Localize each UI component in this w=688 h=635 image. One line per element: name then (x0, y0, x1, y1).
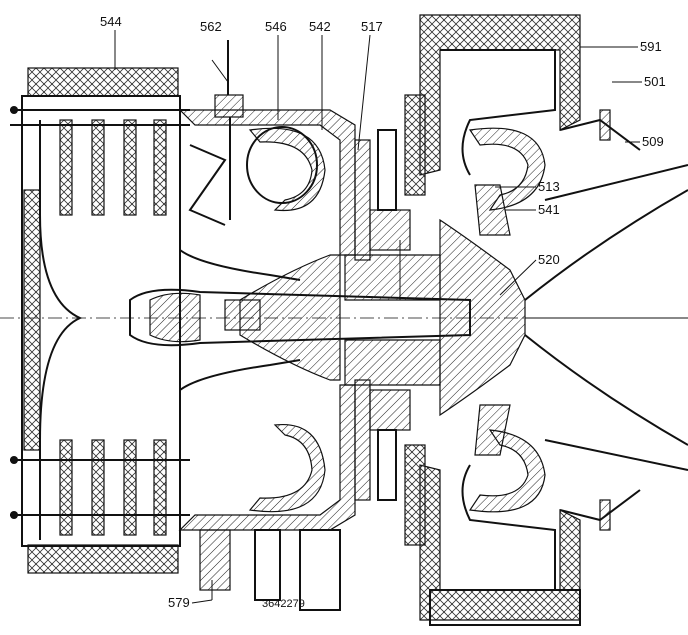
air-filter-silencer (10, 67, 190, 574)
exhaust-outlet (524, 164, 688, 471)
turbine-housing (404, 14, 641, 621)
callout-509: 509 (642, 134, 664, 149)
callout-labels: 544 562 546 542 517 591 501 509 513 541 … (100, 14, 666, 610)
callout-562: 562 (200, 19, 222, 34)
callout-546: 546 (265, 19, 287, 34)
callout-517: 517 (361, 19, 383, 34)
callout-513: 513 (538, 179, 560, 194)
callout-579: 579 (168, 595, 190, 610)
callout-542: 542 (309, 19, 331, 34)
turbine-wheel (439, 218, 526, 417)
callout-520: 520 (538, 252, 560, 267)
compressor-housing (178, 109, 356, 531)
bearing-housing (344, 129, 441, 501)
drawing-number: 3642279 (262, 598, 305, 610)
callout-591: 591 (640, 39, 662, 54)
callout-544: 544 (100, 14, 122, 29)
callout-501: 501 (644, 74, 666, 89)
compressor-wheel (239, 254, 341, 381)
callout-541: 541 (538, 202, 560, 217)
lower-mounting (199, 529, 581, 626)
